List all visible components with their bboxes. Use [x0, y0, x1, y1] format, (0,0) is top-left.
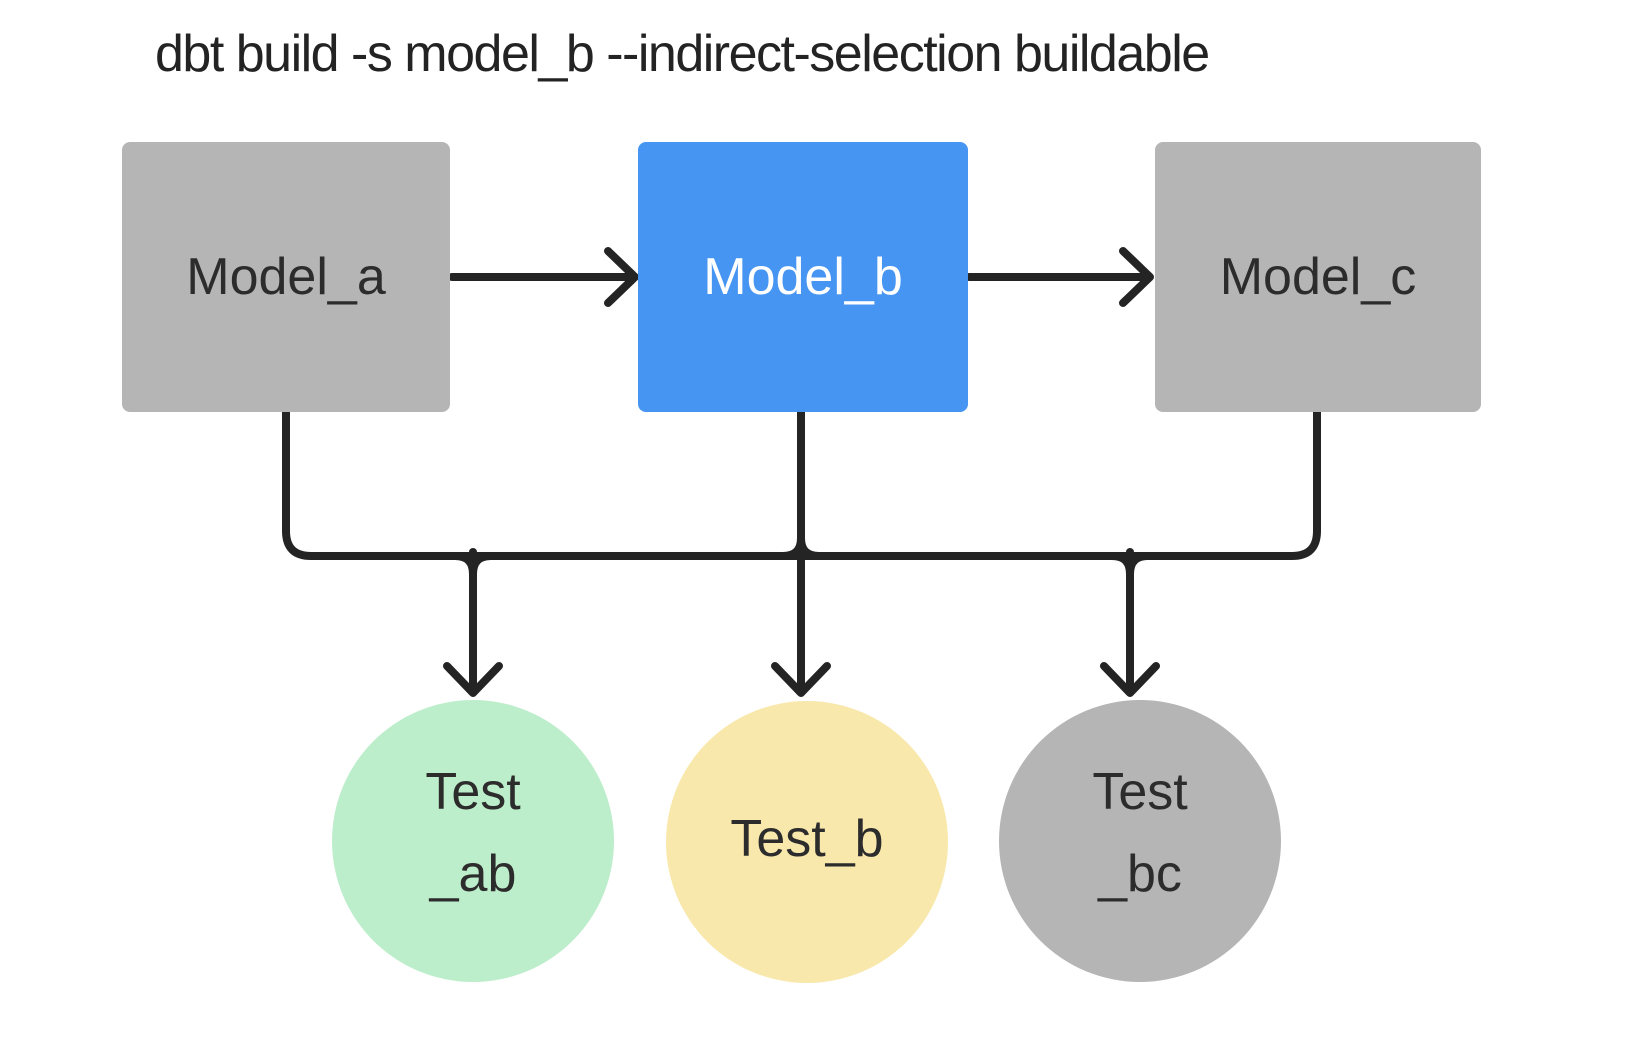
fillet-model-b-right [797, 534, 823, 560]
test-bc-node: Test _bc [999, 700, 1281, 982]
model-c-node: Model_c [1155, 142, 1481, 412]
arrowhead-test-bc [1100, 662, 1160, 697]
model-a-label: Model_a [186, 248, 386, 306]
arrowhead-test-b [771, 662, 831, 697]
test-ab-label-line2: _ab [429, 845, 517, 903]
model-a-node: Model_a [122, 142, 450, 412]
test-bc-label-line1: Test [1092, 763, 1188, 821]
test-bc-label-line2: _bc [1098, 845, 1182, 903]
fillet-test-ab-right [469, 552, 495, 578]
arrowhead-model-b-to-model-c [1119, 247, 1154, 307]
test-ab-label-line1: Test [425, 763, 521, 821]
fillet-test-bc-right [1126, 552, 1152, 578]
model-c-label: Model_c [1219, 248, 1417, 306]
test-b-label-line1: Test_b [730, 810, 884, 868]
diagram-title: dbt build -s model_b --indirect-selectio… [155, 25, 1210, 83]
test-ab-node: Test _ab [332, 700, 614, 982]
arrowhead-test-ab [443, 662, 503, 697]
model-b-label: Model_b [703, 248, 903, 306]
model-b-node: Model_b [638, 142, 968, 412]
arrowhead-model-a-to-model-b [604, 247, 639, 307]
connector-group [282, 247, 1321, 697]
test-b-node: Test_b [666, 701, 948, 983]
